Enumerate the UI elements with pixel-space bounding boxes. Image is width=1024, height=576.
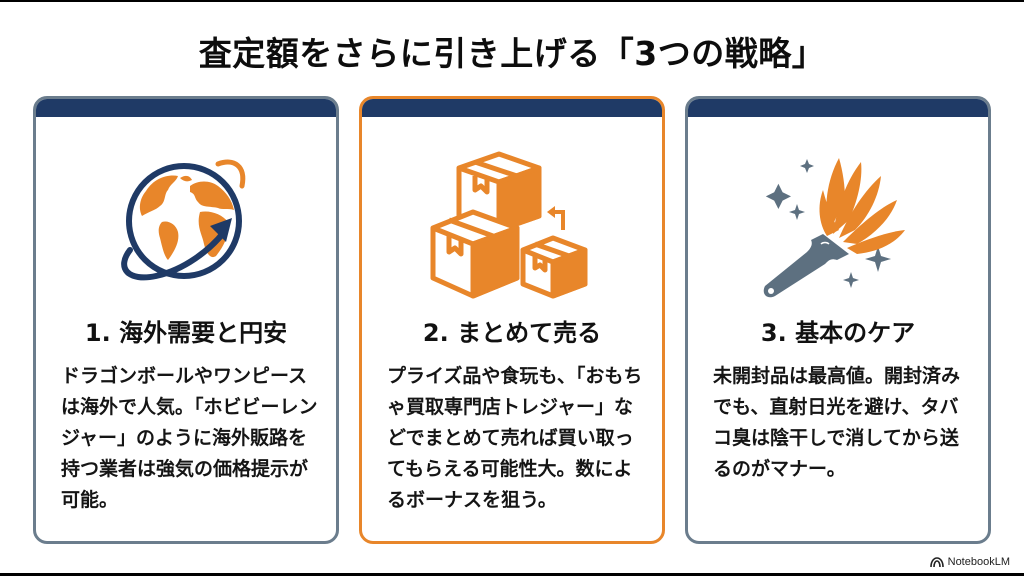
card-body-text: 未開封品は最高値。開封済みでも、直射日光を避け、タバコ臭は陰干しで消してから送る… xyxy=(713,365,961,480)
strategy-card-overseas-demand: 1. 海外需要と円安 ドラゴンボールやワンピースは海外で人気。「ホビビーレンジャ… xyxy=(33,96,339,544)
strategy-card-basic-care: 3. 基本のケア 未開封品は最高値。開封済みでも、直射日光を避け、タバコ臭は陰干… xyxy=(685,96,991,544)
feather-duster-icon xyxy=(688,141,988,311)
card-header-bar xyxy=(36,99,336,117)
card-body-text: プライズ品や食玩も、「おもちゃ買取専門店トレジャー」などでまとめて売れば買い取っ… xyxy=(387,365,643,511)
stacked-boxes-icon xyxy=(362,141,662,311)
brand-watermark: NotebookLM xyxy=(929,556,1010,568)
card-heading: 3. 基本のケア xyxy=(760,319,916,347)
slide-title: 査定額をさらに引き上げる「3つの戦略」 xyxy=(198,34,826,73)
top-letterbox-bar xyxy=(0,0,1024,2)
notebooklm-logo-icon xyxy=(929,556,944,567)
card-header-bar xyxy=(362,99,662,117)
card-heading: 1. 海外需要と円安 xyxy=(84,319,288,347)
card-body-text: ドラゴンボールやワンピースは海外で人気。「ホビビーレンジャー」のように海外販路を… xyxy=(61,365,318,511)
bottom-letterbox-bar xyxy=(0,573,1024,576)
brand-name: NotebookLM xyxy=(947,556,1010,568)
strategy-card-bulk-sale: 2. まとめて売る プライズ品や食玩も、「おもちゃ買取専門店トレジャー」などでま… xyxy=(359,96,665,544)
card-header-bar xyxy=(688,99,988,117)
globe-arrow-icon xyxy=(36,141,336,311)
card-heading: 2. まとめて売る xyxy=(422,319,602,347)
